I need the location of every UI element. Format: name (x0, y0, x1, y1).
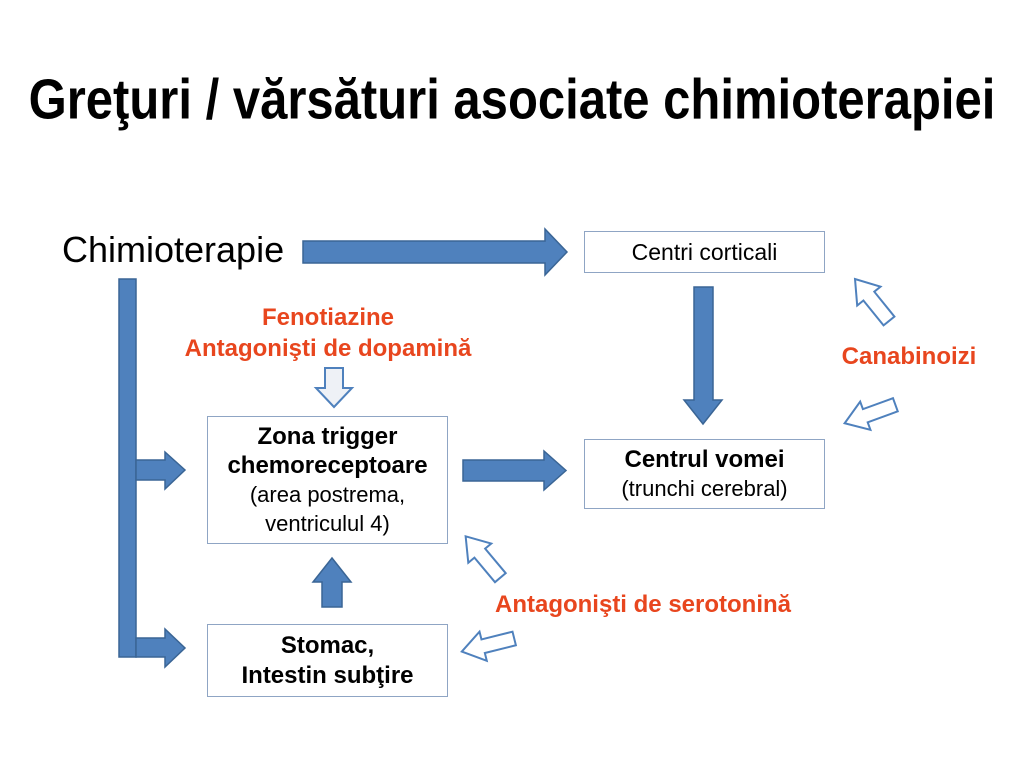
ctz-box: Zona trigger chemoreceptoare (area postr… (207, 416, 448, 544)
dopamine-antagonists-label: Antagonişti de dopamină (184, 335, 472, 362)
arrow-gut-to-ctz (311, 556, 353, 608)
ctz-subtitle-line1: (area postrema, (249, 482, 406, 507)
gut-line1: Stomac, (280, 631, 375, 659)
arrow-chemo-to-cortical (302, 227, 569, 277)
arrow-chemo-to-ctz (135, 450, 187, 491)
arrow-chemo-to-gut (135, 627, 187, 669)
cannabinoids-label: Canabinoizi (841, 343, 977, 370)
vomiting-center-title: Centrul vomei (624, 446, 785, 473)
ctz-title-line2: chemoreceptoare (227, 452, 428, 479)
arrow-serotonin-to-ctz (464, 534, 508, 584)
arrow-serotonin-to-gut (460, 629, 518, 663)
cortical-centers-label: Centri corticali (631, 239, 778, 265)
arrow-dopamine-antagonists (313, 367, 355, 409)
chemotherapy-label: Chimioterapie (62, 229, 285, 270)
slide-title-text: Greţuri / vărsături asociate chimioterap… (28, 68, 996, 132)
gut-line2: Intestin subţire (241, 661, 414, 689)
phenothiazines-label: Fenotiazine (261, 304, 394, 331)
cortical-centers-box: Centri corticali (584, 231, 825, 273)
serotonin-antagonists-label: Antagonişti de serotonină (494, 591, 791, 618)
gut-box: Stomac, Intestin subţire (207, 624, 448, 697)
arrow-cortical-to-vomiting-center (682, 286, 724, 426)
ctz-title-line1: Zona trigger (257, 423, 398, 450)
arrow-ctz-to-vomiting-center (462, 449, 568, 492)
ctz-subtitle-line2: ventriculul 4) (265, 511, 390, 536)
chemo-trunk-bar (118, 278, 137, 658)
arrow-cannabinoids-to-cortical (853, 277, 896, 327)
arrow-cannabinoids-to-vomiting-center (842, 396, 900, 432)
slide-title: Greţuri / vărsături asociate chimioterap… (0, 69, 1024, 131)
vomiting-center-subtitle: (trunchi cerebral) (621, 476, 788, 501)
vomiting-center-box: Centrul vomei (trunchi cerebral) (584, 439, 825, 509)
